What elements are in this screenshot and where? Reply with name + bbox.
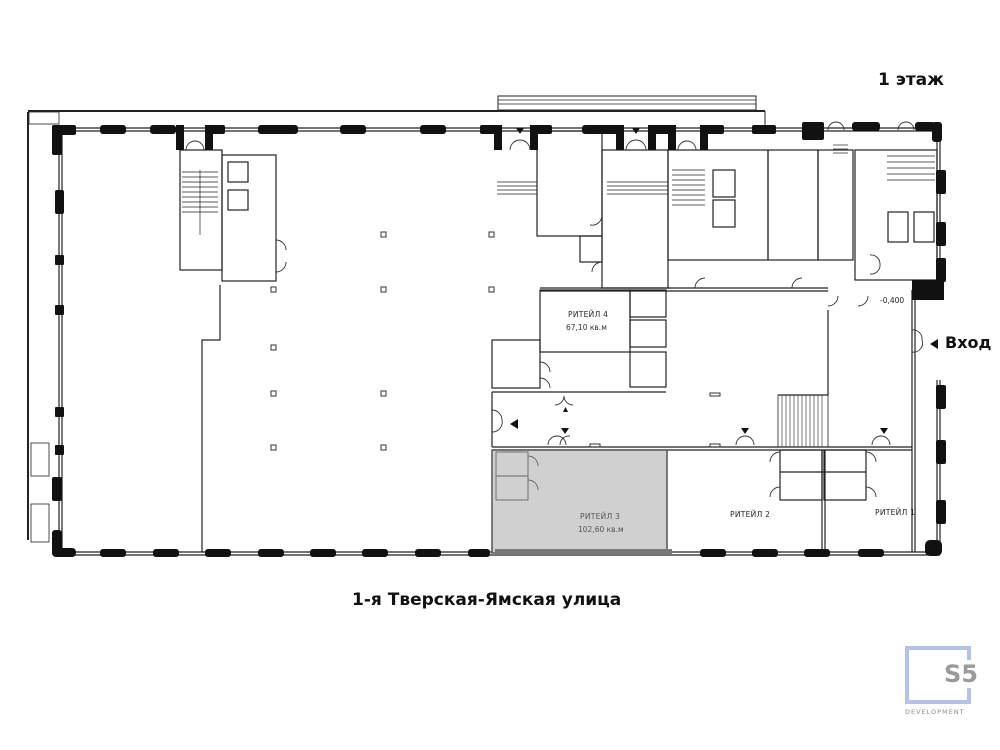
s5-development-logo: S5 DEVELOPMENT [905,646,979,718]
room-retail-3-label: РИТЕЙЛ 3 [580,512,621,521]
room-retail-4-area: 67,10 кв.м [566,323,607,332]
entry-label: Вход [945,333,992,352]
street-label: 1-я Тверская-Ямская улица [352,590,622,610]
logo-subtitle: DEVELOPMENT [905,708,965,716]
room-retail-2-label: РИТЕЙЛ 2 [730,510,771,519]
retail-3-highlight [491,449,668,554]
floor-label: 1 этаж [878,70,945,90]
room-retail-3-area: 102,60 кв.м [578,525,624,534]
entry-arrow-icon [930,339,938,349]
height-mark: -0,400 [880,296,905,305]
room-retail-1-label: РИТЕЙЛ 1 [875,508,916,517]
room-retail-4-label: РИТЕЙЛ 4 [568,310,609,319]
logo-mark: S5 [943,660,979,688]
